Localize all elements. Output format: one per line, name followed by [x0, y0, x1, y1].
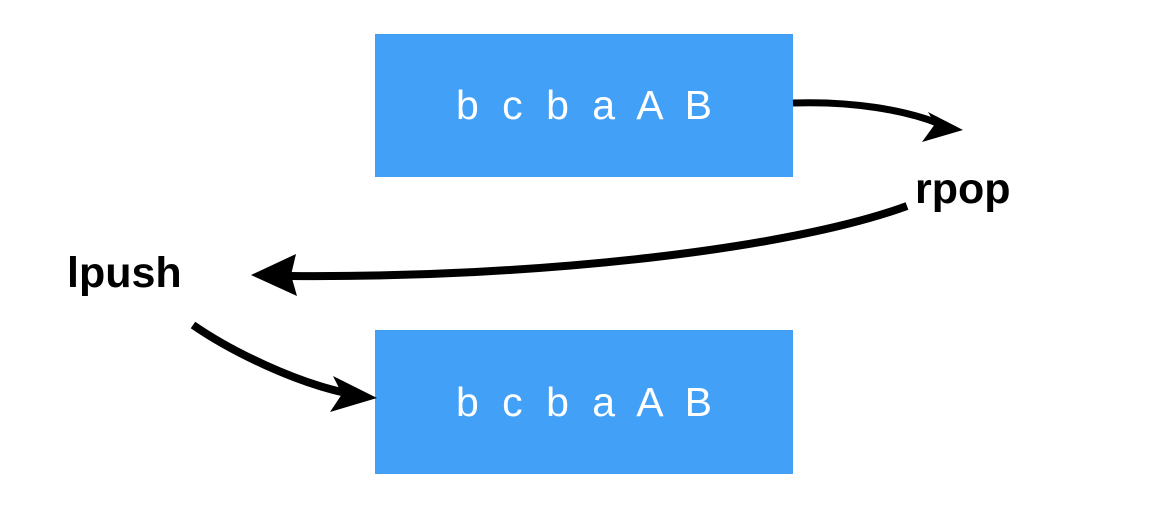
rpop-label: rpop [915, 165, 1011, 213]
source-list-box: b c b a A B [375, 34, 793, 177]
lpush-arrow [190, 321, 377, 412]
lpush-label: lpush [67, 249, 182, 297]
rpop-arrow [792, 99, 963, 142]
destination-list-label: b c b a A B [455, 378, 719, 425]
source-list-label: b c b a A B [455, 82, 719, 128]
transfer-arrow [251, 202, 909, 296]
destination-list-box: b c b a A B [375, 330, 793, 474]
